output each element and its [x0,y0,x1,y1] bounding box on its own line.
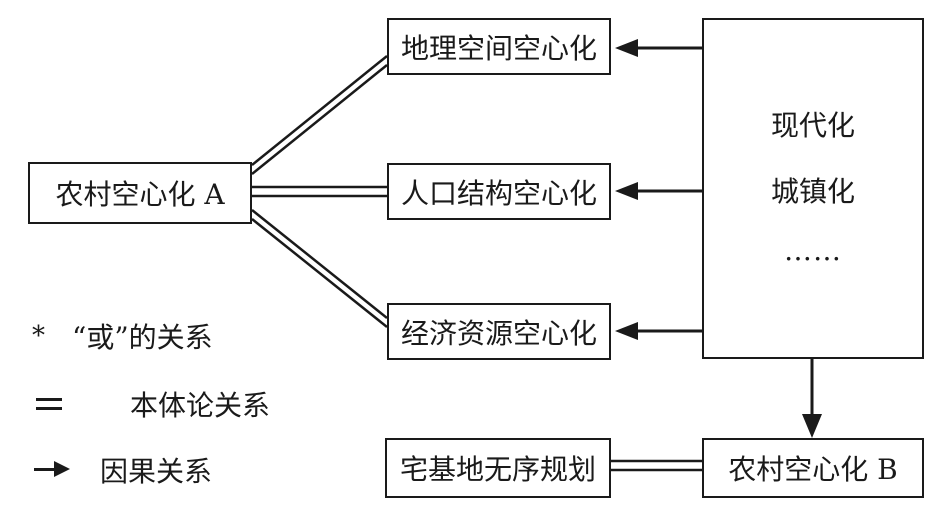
homestead-planning-label: 宅基地无序规划 [399,453,596,486]
population-hollowing-node: 人口结构空心化 [387,163,611,220]
economic-hollowing-node: 经济资源空心化 [387,303,611,360]
ontological-link-a-geo [251,55,388,175]
double-line-icon [32,392,80,416]
legend-or-label: “或”的关系 [72,321,213,354]
population-hollowing-label: 人口结构空心化 [400,176,597,210]
driver-urbanization: 城镇化 [770,175,855,208]
drivers-node: 现代化 城镇化 …… [702,18,924,359]
legend-or-relation: * “或”的关系 [32,316,213,356]
driver-modernization: 现代化 [770,109,855,142]
rural-hollowing-a-label: 农村空心化 A [55,178,225,211]
geo-hollowing-node: 地理空间空心化 [387,18,611,75]
economic-hollowing-label: 经济资源空心化 [400,316,597,350]
rural-hollowing-b-node: 农村空心化 B [702,438,924,498]
causal-arrow-geo [615,39,702,57]
causal-arrow-economic [615,322,702,340]
causal-arrow-drivers-b [802,359,822,438]
legend-ontological-label: 本体论关系 [130,389,271,422]
driver-ellipsis: …… [784,234,842,267]
asterisk-icon: * [32,321,45,351]
arrow-right-icon [32,458,80,482]
ontological-link-house-b [611,459,702,472]
geo-hollowing-label: 地理空间空心化 [400,31,597,65]
legend-ontological-relation: 本体论关系 [32,384,270,424]
ontological-link-a-population [252,185,387,198]
causal-arrow-population [615,182,702,200]
legend-causal-relation: 因果关系 [32,450,212,490]
ontological-link-a-economic [251,209,388,328]
homestead-planning-node: 宅基地无序规划 [385,438,611,498]
rural-hollowing-b-label: 农村空心化 B [728,453,898,486]
rural-hollowing-a-node: 农村空心化 A [28,162,252,224]
legend-causal-label: 因果关系 [100,455,213,488]
